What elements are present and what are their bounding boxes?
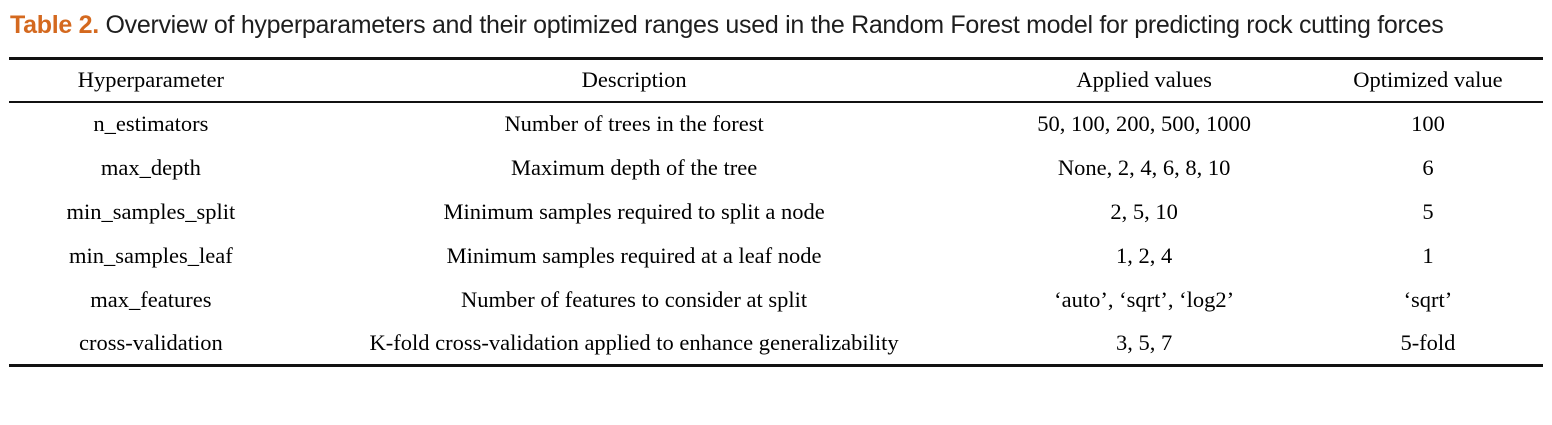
table-cell: 2, 5, 10 — [1110, 198, 1178, 224]
table-row: cross-validation K-fold cross-validation … — [9, 322, 1543, 366]
table-cell: cross-validation — [79, 329, 223, 355]
table-cell: Minimum samples required to split a node — [443, 198, 825, 224]
header-row: Hyperparameter Description Applied value… — [9, 58, 1543, 103]
table-cell: 3, 5, 7 — [1116, 329, 1173, 355]
table-cell: Number of trees in the forest — [504, 111, 764, 136]
column-header-optimized-value: Optimized value — [1312, 58, 1543, 103]
table-cell: 1, 2, 4 — [1116, 242, 1173, 268]
table-cell: n_estimators — [93, 111, 209, 136]
column-header-hyperparameter: Hyperparameter — [9, 58, 293, 103]
table-cell: 1 — [1422, 242, 1434, 268]
table-cell: ‘sqrt’ — [1403, 286, 1453, 312]
table-cell: 5-fold — [1400, 329, 1456, 355]
table-row: min_samples_leaf Minimum samples required… — [9, 234, 1543, 278]
table-label: Table 2. — [10, 11, 99, 39]
table-caption: Table 2. Overview of hyperparameters and… — [10, 0, 1552, 44]
table-cell: Number of features to consider at split — [461, 286, 808, 312]
table-cell: None, 2, 4, 6, 8, 10 — [1057, 154, 1231, 180]
table-cell: K-fold cross-validation applied to enhan… — [369, 329, 899, 355]
table-cell: max_features — [90, 286, 212, 312]
table-row: max_depth Maximum depth of the tree None, … — [9, 146, 1543, 190]
hyperparameters-table: Hyperparameter Description Applied value… — [9, 57, 1543, 367]
column-header-description: Description — [292, 58, 976, 103]
table-cell: Maximum depth of the tree — [511, 154, 758, 180]
table-row: n_estimators Number of trees in the fores… — [9, 102, 1543, 146]
table-body: n_estimators Number of trees in the fores… — [9, 102, 1543, 366]
table-cell: 100 — [1411, 111, 1445, 136]
table-cell: min_samples_leaf — [69, 242, 233, 268]
table-cell: 5 — [1422, 198, 1434, 224]
table-cell: ‘auto’, ‘sqrt’, ‘log2’ — [1054, 286, 1235, 312]
table-cell: min_samples_split — [66, 198, 236, 224]
table-cell: 50, 100, 200, 500, 1000 — [1037, 111, 1252, 136]
table-cell: 6 — [1422, 154, 1434, 180]
column-header-applied-values: Applied values — [975, 58, 1313, 103]
caption-text: Overview of hyperparameters and their op… — [105, 11, 1444, 39]
table-cell: max_depth — [100, 154, 201, 180]
table-row: min_samples_split Minimum samples require… — [9, 190, 1543, 234]
table-cell: Minimum samples required at a leaf node — [446, 242, 822, 268]
table-row: max_features Number of features to consid… — [9, 278, 1543, 322]
